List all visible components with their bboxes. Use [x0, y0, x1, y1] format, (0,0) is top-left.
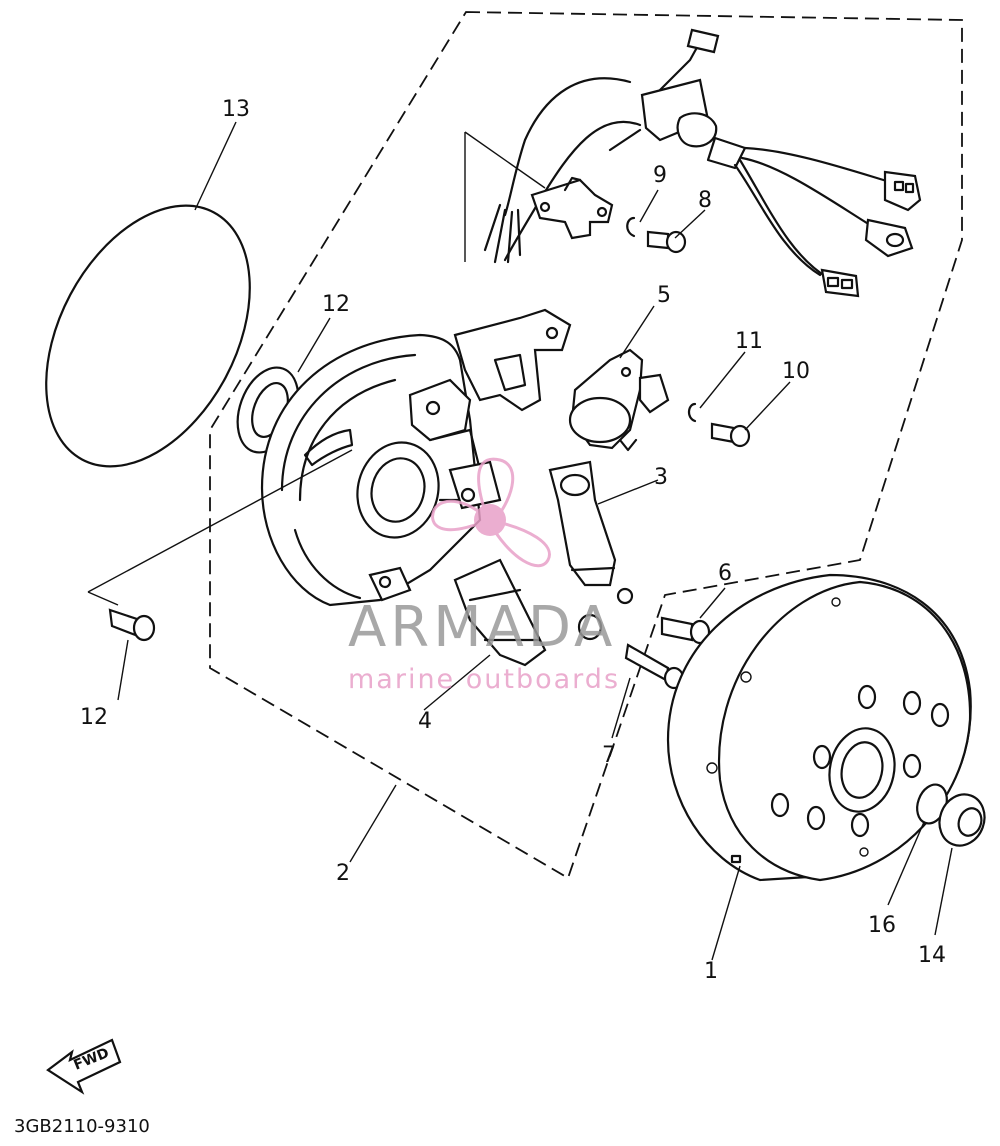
part-label-9: 9 — [653, 163, 667, 188]
propeller-icon — [431, 457, 551, 568]
watermark-tagline: marine outboards — [348, 664, 620, 695]
screw-10 — [710, 422, 751, 448]
clip-11 — [638, 373, 697, 423]
part-labels: 13 12 9 8 5 11 10 3 6 7 4 12 2 1 16 14 — [80, 97, 946, 984]
fwd-arrow-tag: FWD — [46, 1038, 122, 1095]
part-label-15: 14 — [918, 943, 946, 968]
washer-9 — [626, 216, 636, 238]
part-label-5: 5 — [657, 283, 671, 308]
lighting-coil — [453, 558, 547, 667]
part-label-13: 12 — [80, 705, 108, 730]
pickup-bracket — [530, 176, 614, 240]
pulser-coil — [568, 348, 644, 452]
part-label-8: 8 — [698, 188, 712, 213]
part-label-10: 10 — [782, 359, 810, 384]
screw-8 — [646, 230, 687, 254]
wiring-harness — [483, 28, 922, 298]
nut-15 — [938, 793, 986, 847]
watermark-logo: ARMADA marine outboards — [348, 457, 620, 695]
charge-coil — [548, 460, 634, 605]
part-label-16: 16 — [868, 913, 896, 938]
leader-lines — [87, 121, 953, 961]
flywheel-rotor — [666, 573, 972, 882]
part-label-7: 7 — [602, 743, 616, 768]
bolt-7 — [624, 643, 685, 690]
screw-13 — [108, 608, 156, 642]
screw-6 — [660, 616, 711, 645]
nut — [577, 613, 603, 641]
stator-assembly-boundary — [209, 11, 963, 880]
part-label-2: 2 — [336, 861, 350, 886]
part-label-6: 6 — [718, 561, 732, 586]
watermark-brand: ARMADA — [348, 595, 616, 660]
stator-plate — [260, 308, 572, 607]
part-label-11: 11 — [735, 329, 763, 354]
part-label-12: 12 — [322, 292, 350, 317]
part-label-14: 13 — [222, 97, 250, 122]
o-ring-gasket — [45, 204, 251, 468]
part-label-3: 3 — [654, 465, 668, 490]
part-label-4: 4 — [418, 709, 432, 734]
part-label-1: 1 — [704, 959, 718, 984]
drawing-code: 3GB2110-9310 — [14, 1116, 150, 1137]
